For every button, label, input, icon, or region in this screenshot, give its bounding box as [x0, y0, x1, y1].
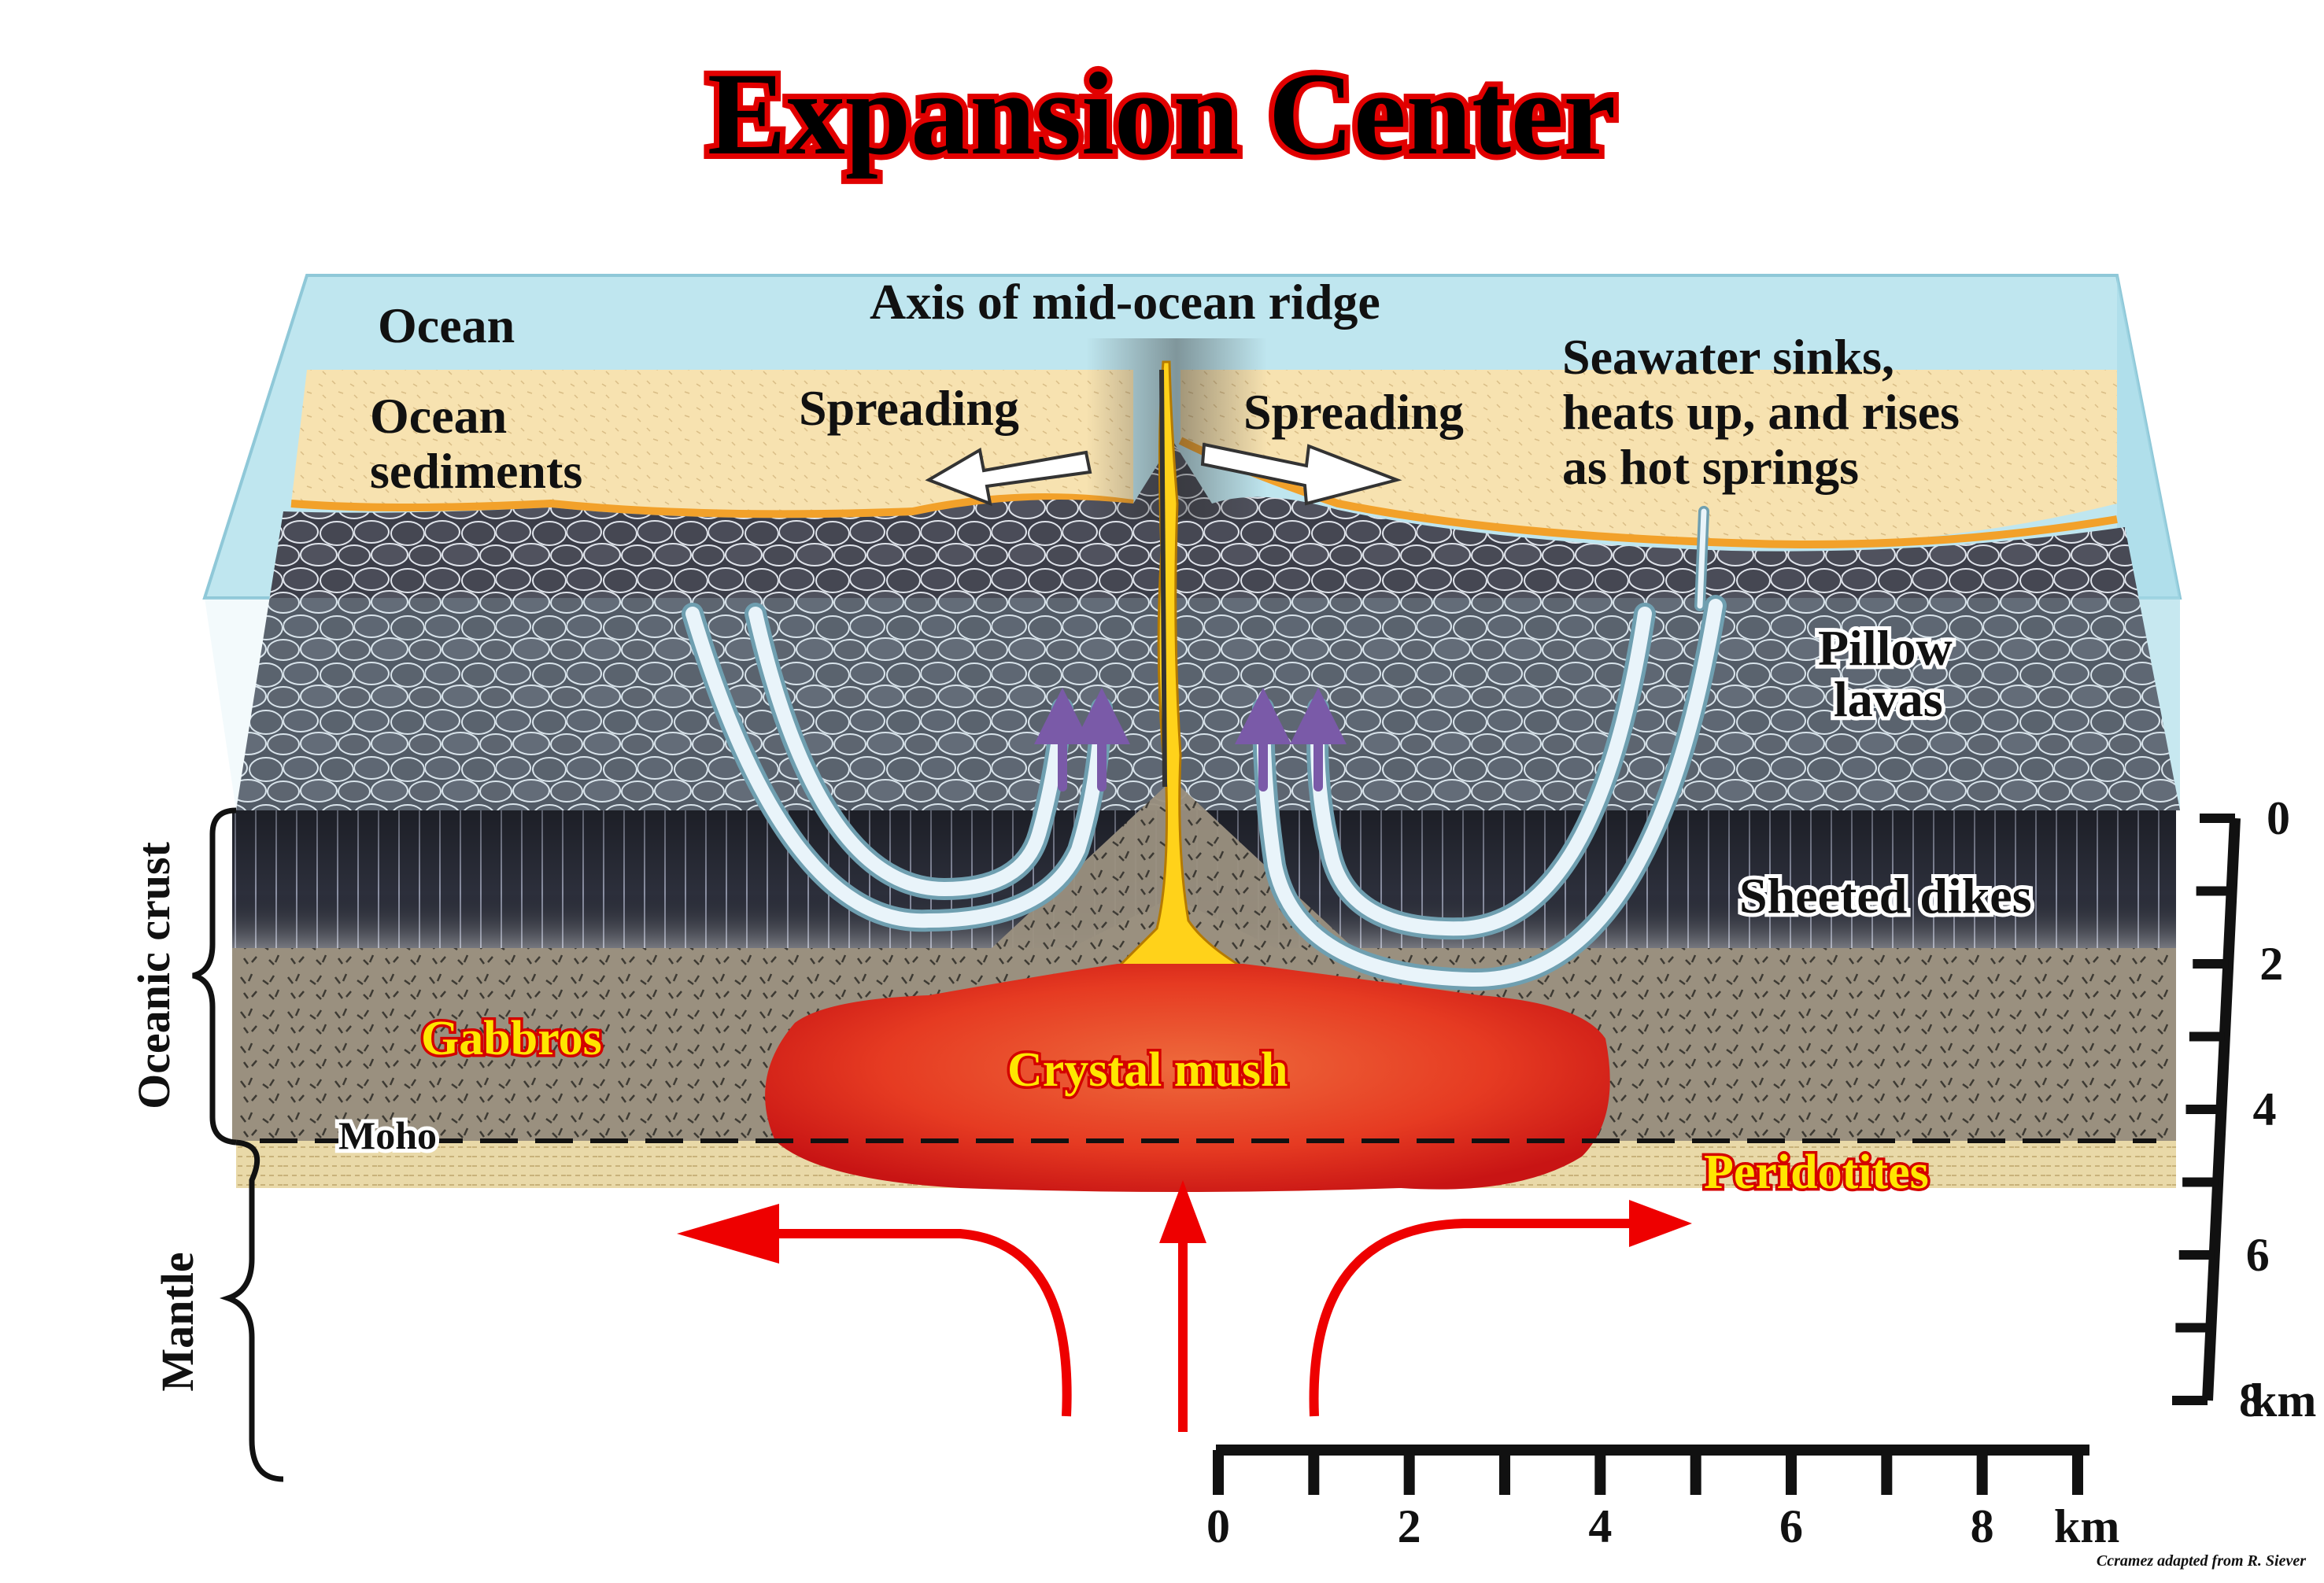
vertical-scale-tick-label: 0	[2267, 792, 2290, 844]
oceanic-crust-label: Oceanic crust	[128, 841, 179, 1109]
vertical-scale-tick-label: 4	[2253, 1083, 2277, 1135]
vertical-scale-tick-label: 6	[2246, 1229, 2270, 1281]
side-braces	[192, 807, 284, 1482]
horizontal-scale-unit: km	[2054, 1500, 2119, 1552]
mantle-flow-arrows	[677, 1180, 1692, 1432]
mantle-brace	[219, 1139, 284, 1482]
mantle-flow-right	[1309, 1219, 1637, 1417]
seawater-label-line2: heats up, and rises	[1562, 384, 1960, 440]
vertical-scale: 0 2 4 6 8 km	[2172, 792, 2316, 1426]
spreading-arrow-right	[1200, 442, 1402, 506]
horizontal-scale-tick-label: 0	[1206, 1500, 1230, 1552]
ocean-label: Ocean	[378, 297, 515, 353]
hydrothermal-circulation	[682, 506, 1727, 991]
spreading-right-label: Spreading	[1243, 384, 1464, 440]
crystal-mush-label: Crystal mush	[1007, 1043, 1288, 1097]
spreading-arrows	[925, 442, 1402, 507]
spreading-arrow-left	[925, 447, 1092, 507]
credit-text: Ccramez adapted from R. Siever	[2097, 1552, 2306, 1570]
diagram-title: Expansion Center	[708, 49, 1616, 179]
horizontal-scale-tick-label: 4	[1588, 1500, 1612, 1552]
crystal-mush-chamber	[765, 964, 1610, 1192]
vertical-scale-tick-label: 2	[2259, 938, 2283, 990]
vertical-scale-tick-label: 8	[2239, 1375, 2263, 1426]
axis-label: Axis of mid-ocean ridge	[870, 274, 1380, 330]
moho-label: Moho	[338, 1113, 437, 1157]
ocean-sediments-layer	[290, 370, 2118, 548]
sediments-label-line1: Ocean	[370, 388, 507, 444]
horizontal-scale-tick-label: 8	[1971, 1500, 1994, 1552]
ridge-axis-fissure	[1159, 369, 1167, 788]
mantle-flow-left	[771, 1229, 1072, 1417]
seawater-label-line1: Seawater sinks,	[1562, 329, 1894, 385]
peridotites-label: Peridotites	[1704, 1146, 1929, 1199]
pillow-lavas-label-line1: Pillow	[1818, 620, 1953, 676]
sediments-label-line2: sediments	[370, 443, 582, 499]
horizontal-scale-tick-label: 2	[1398, 1500, 1421, 1552]
horizontal-scale-tick-label: 6	[1779, 1500, 1803, 1552]
horizontal-scale: 0 2 4 6 8 km	[1206, 1445, 2119, 1552]
gabbros-label: Gabbros	[421, 1012, 602, 1065]
spreading-left-label: Spreading	[799, 380, 1019, 436]
pillow-lavas-label-line2: lavas	[1834, 671, 1943, 727]
seawater-label-line3: as hot springs	[1562, 439, 1859, 495]
sheeted-dikes-label: Sheeted dikes	[1739, 868, 2032, 924]
oceanic-crust-brace	[192, 807, 237, 1146]
mantle-label: Mantle	[152, 1252, 203, 1391]
vertical-scale-unit: km	[2251, 1375, 2316, 1426]
